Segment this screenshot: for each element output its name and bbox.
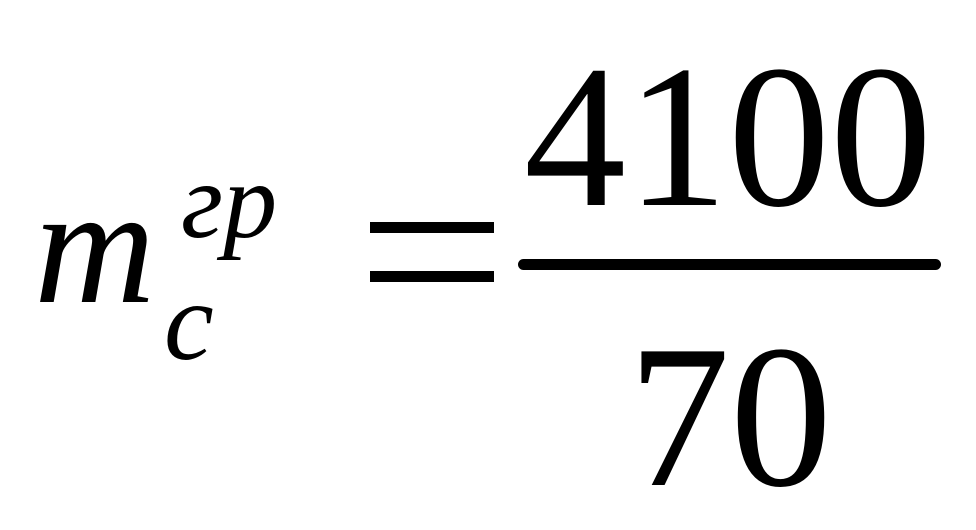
subscript-label: c <box>164 260 214 384</box>
formula-display: m гр c 4100 70 <box>34 24 941 519</box>
equals-top-line <box>370 222 494 233</box>
fraction-bar <box>518 259 941 270</box>
fraction-denominator: 70 <box>628 304 832 530</box>
superscript-label: гр <box>181 142 278 261</box>
mass-symbol: m <box>34 153 155 339</box>
equals-bottom-line <box>370 271 494 282</box>
equals-sign <box>370 212 494 286</box>
fraction-numerator: 4100 <box>524 24 932 250</box>
